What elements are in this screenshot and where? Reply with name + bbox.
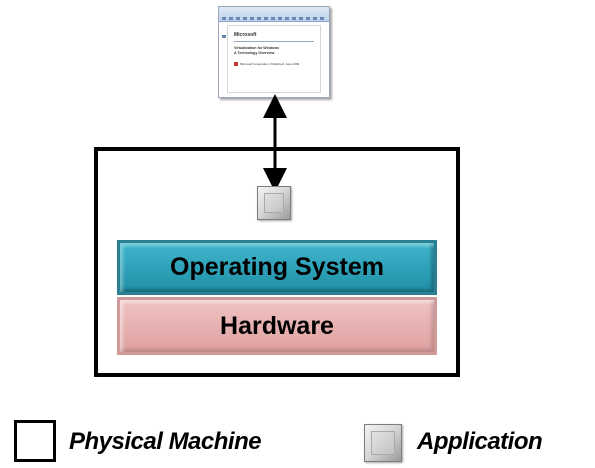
document-title: Microsoft (234, 32, 257, 38)
legend-application-label: Application (417, 428, 543, 455)
document-rule (234, 41, 314, 42)
application-icon (257, 186, 291, 220)
legend-machine-label: Physical Machine (69, 428, 262, 455)
hardware-layer: Hardware (117, 297, 437, 355)
document-page: Microsoft Virtualization for Windows A T… (227, 25, 321, 93)
document-heading-1: Virtualization for Windows (234, 46, 280, 50)
company-logo-icon (234, 62, 238, 67)
legend-application-icon (364, 424, 402, 462)
legend-machine-icon (14, 420, 56, 462)
document-footer: Microsoft Corporation. Published: June 2… (240, 62, 300, 66)
document-heading-2: A Technology Overview (234, 51, 275, 55)
operating-system-layer: Operating System (117, 240, 437, 295)
document-thumbnail: Microsoft Virtualization for Windows A T… (218, 6, 330, 98)
physical-machine-box (94, 147, 460, 377)
